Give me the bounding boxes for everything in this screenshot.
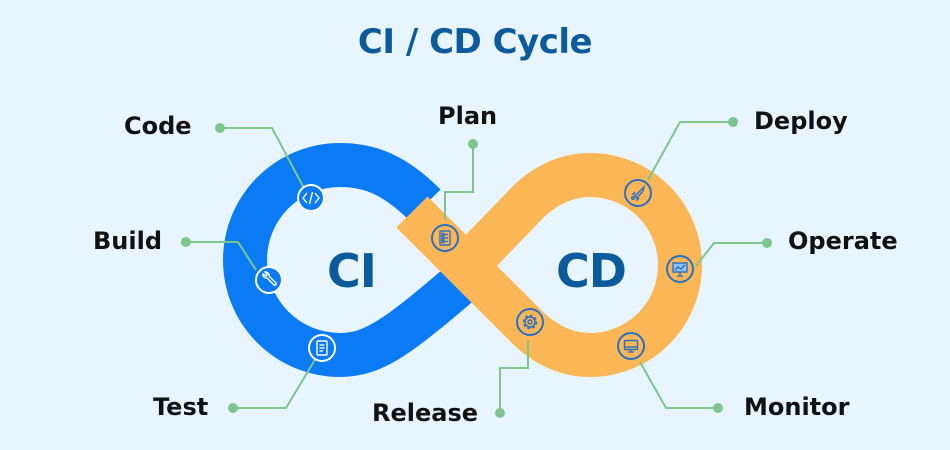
operate-connector-dot xyxy=(762,238,772,248)
build-connector xyxy=(186,241,257,271)
list-clipboard-icon xyxy=(439,230,451,246)
ci-center-label: CI xyxy=(327,244,377,298)
test-connector-dot xyxy=(228,403,238,413)
deploy-icon-badge xyxy=(624,179,652,207)
stage-label-code: Code xyxy=(124,112,192,140)
connectors xyxy=(181,117,772,418)
code-brackets-icon xyxy=(302,191,320,205)
stage-label-plan: Plan xyxy=(438,102,498,130)
test-icon-badge xyxy=(308,334,336,362)
rocket-icon xyxy=(630,184,646,202)
deploy-connector-dot xyxy=(728,117,738,127)
monitor-connector-dot xyxy=(713,403,723,413)
monitor-connector xyxy=(639,361,718,409)
stage-label-release: Release xyxy=(372,399,479,427)
ci-loop xyxy=(223,142,485,378)
plan-connector-dot xyxy=(468,139,478,149)
presentation-chart-icon xyxy=(672,262,688,277)
wrench-icon xyxy=(262,271,277,286)
diagram-title: CI / CD Cycle xyxy=(357,22,593,62)
release-icon-badge xyxy=(516,308,544,336)
gear-icon xyxy=(522,314,538,330)
code-connector xyxy=(220,127,306,191)
stage-label-test: Test xyxy=(153,393,209,421)
code-icon-badge xyxy=(297,184,325,212)
stage-label-build: Build xyxy=(93,227,163,255)
deploy-connector xyxy=(647,121,733,181)
build-icon-badge xyxy=(255,266,283,294)
release-connector-dot xyxy=(495,408,505,418)
stage-label-operate: Operate xyxy=(788,227,898,255)
stage-label-deploy: Deploy xyxy=(754,107,848,135)
ci-loop-band xyxy=(223,142,485,378)
cd-center-label: CD xyxy=(556,244,627,298)
checklist-document-icon xyxy=(316,340,328,356)
operate-icon-badge xyxy=(666,255,694,283)
operate-connector xyxy=(695,242,767,267)
plan-icon-badge xyxy=(431,224,459,252)
code-connector-dot xyxy=(215,123,225,133)
build-connector-dot xyxy=(181,237,191,247)
test-connector xyxy=(233,357,317,409)
release-connector xyxy=(499,340,529,413)
stage-label-monitor: Monitor xyxy=(744,393,850,421)
plan-connector xyxy=(444,144,474,220)
monitor-icon-badge xyxy=(617,332,645,360)
monitor-icon xyxy=(623,339,639,353)
